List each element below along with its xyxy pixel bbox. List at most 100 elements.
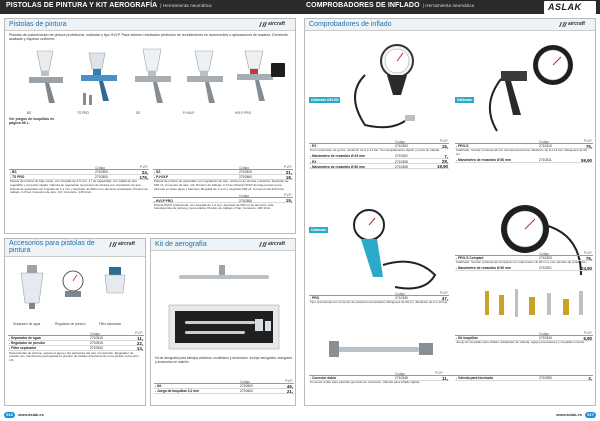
- row-name: - HVLP PRO: [154, 198, 173, 203]
- airbrush-kit-image: [159, 255, 289, 355]
- row-name: - SS: [154, 170, 161, 175]
- table-row: - Manómetro de recambio Ø 80 mm 2710321 …: [455, 266, 593, 272]
- pistolas-table-1: Código P.V.P. - BS 2710350 24, - TS PRO …: [9, 165, 149, 196]
- col-price: P.V.P.: [135, 331, 143, 335]
- airbrush-jars: [255, 319, 271, 331]
- row-code: 2710340: [539, 336, 552, 341]
- table-header: Código P.V.P.: [455, 331, 593, 336]
- right-page: COMPROBADORES DE INFLADO| Herramienta ne…: [300, 0, 600, 421]
- left-header-bar: PISTOLAS DE PINTURA Y KIT AEROGRAFÍA| He…: [0, 0, 300, 14]
- right-header-title-text: COMPROBADORES DE INFLADO: [306, 2, 420, 9]
- table-row: - PRO-S Compact 2710320 76,: [455, 256, 593, 261]
- row-name: - Filtro separador: [9, 346, 37, 351]
- table-header: Código P.V.P.: [309, 291, 449, 296]
- brand-name: aircraft: [568, 21, 585, 27]
- pistolas-panel: Pistolas de pintura aircraft Pistolas de…: [4, 18, 296, 234]
- col-price: P.V.P.: [284, 165, 292, 169]
- row-name: - PRO-S: [456, 144, 469, 149]
- row-price: 46,: [286, 383, 293, 389]
- brand-name: aircraft: [268, 241, 285, 247]
- caption-pressure-regulator: Regulador de presión: [55, 322, 86, 326]
- page-number: 516: [4, 412, 15, 418]
- table-description: Tipo profesional con conector de pulsaci…: [310, 300, 448, 305]
- airbrush-2: [185, 321, 255, 334]
- aerografia-panel-header: Kit de aerografía aircraft: [151, 239, 295, 251]
- nozzle-kit-image: [475, 285, 593, 329]
- table-header: Código P.V.P.: [9, 165, 149, 170]
- tire-inflator-pro-s-image: [481, 35, 591, 135]
- table-description: Pistola de pintura de gravedad, con regu…: [154, 179, 289, 191]
- row-name: - BS: [10, 170, 17, 175]
- right-header-subtitle: | Herramienta neumática: [422, 3, 475, 8]
- airbrush-1: [179, 265, 269, 279]
- col-price: P.V.P.: [584, 331, 592, 335]
- nozzle-note: Ver juegos de boquillas en página 98 L.: [9, 117, 55, 126]
- row-code: 2710311: [539, 158, 552, 163]
- aerografia-panel: Kit de aerografía aircraft: [150, 238, 296, 406]
- table-row: - Filtro separador 2710530 13,: [8, 345, 144, 352]
- row-code: 2710350: [95, 170, 108, 175]
- caption-ts-pro: TS PRO: [77, 111, 89, 115]
- table-header: Código P.V.P.: [153, 193, 293, 198]
- col-price: P.V.P.: [284, 193, 292, 198]
- row-code: 2710515: [90, 341, 103, 346]
- aslak-logo-text: ASLAK: [548, 2, 582, 12]
- table-row: - Regulador de presión 2710515 22,: [8, 341, 144, 346]
- row-name: - Manómetro de recambio Ø 63 mm: [310, 154, 365, 159]
- page-number: 517: [585, 412, 596, 418]
- table-row: - Kit 2710600 46,: [154, 384, 294, 389]
- double-connector-image: [325, 331, 445, 371]
- aircraft-brand-logo: aircraft: [259, 241, 292, 249]
- website-footer[interactable]: www.aslak.es: [556, 412, 582, 417]
- table-description: Juego de boquillas para inflado: adaptad…: [456, 340, 585, 345]
- row-price: 28,: [441, 159, 448, 165]
- row-code: 2710321: [539, 266, 552, 271]
- row-code: 2710510: [90, 336, 103, 341]
- caption-bs: BS: [27, 111, 32, 115]
- row-price: 13,: [136, 345, 143, 351]
- row-price: 18,: [285, 174, 292, 180]
- row-price: 6,90: [583, 335, 592, 341]
- accesorios-title: Accesorios para pistolas de pintura: [9, 240, 95, 254]
- row-price: 7,: [444, 153, 448, 159]
- row-price: 75,: [585, 143, 592, 149]
- row-price: 19,: [285, 197, 292, 203]
- tire-inflator-pro-image: [325, 205, 445, 297]
- aerografia-intro: Kit de aerografía para trabajos artístic…: [155, 356, 292, 364]
- spray-gun-ss: [135, 48, 171, 103]
- row-code: 2710306: [395, 164, 408, 169]
- row-price: 76,: [585, 255, 592, 261]
- col-code: Código: [539, 331, 550, 336]
- website-footer[interactable]: www.aslak.es: [18, 412, 44, 417]
- table-row: - Manómetro de recambio Ø 80 mm 2710306 …: [309, 164, 449, 170]
- row-price: 24,: [141, 169, 148, 175]
- spray-gun-bs: [29, 50, 63, 103]
- inflator-table-2: Código P.V.P. - PRO-S 2710310 75, Calibr…: [455, 139, 593, 163]
- calibrated-tag: Calibrado: [455, 97, 475, 103]
- row-name: - PRO-S Compact: [456, 256, 484, 261]
- row-name: - Conector doble: [310, 376, 337, 381]
- table-row: - PRO 2710330 47,: [309, 296, 449, 301]
- row-price: 11,: [137, 335, 143, 341]
- table-row: - Separador de agua 2710510 11,: [8, 336, 144, 341]
- comprobadores-panel: Comprobadores de inflado aircraft Calibr…: [304, 18, 596, 406]
- caption-water-separator: Separador de agua: [13, 322, 41, 326]
- row-name: - Manómetro de recambio Ø 80 mm: [310, 164, 365, 169]
- table-row: - Kit boquillas 2710340 6,90: [455, 336, 593, 341]
- accesorios-panel: Accesorios para pistolas de pintura airc…: [4, 238, 146, 406]
- row-price: 2,: [588, 375, 592, 381]
- col-code: Código: [395, 371, 406, 376]
- row-price: 15,: [441, 143, 448, 149]
- col-price: P.V.P.: [285, 379, 293, 383]
- inflator-table-6: Código P.V.P. - Conector doble 2710345 1…: [309, 371, 593, 386]
- col-price: P.V.P.: [440, 291, 448, 295]
- row-code: 2710305: [395, 159, 408, 164]
- table-row: - Conector doble 2710345 11,: [309, 376, 449, 381]
- table-row: - Juego de boquillas 0,2 mm 2710602 21,: [154, 389, 294, 394]
- col-code: Código: [239, 194, 250, 199]
- aircraft-brand-logo: aircraft: [259, 21, 292, 29]
- inflator-table-3: Código P.V.P. - PRO-S Compact 2710320 76…: [455, 251, 593, 272]
- table-row: - EX 2710300 15,: [309, 144, 449, 149]
- row-code: 2710310: [539, 144, 552, 149]
- table-header: Código P.V.P.: [309, 371, 593, 376]
